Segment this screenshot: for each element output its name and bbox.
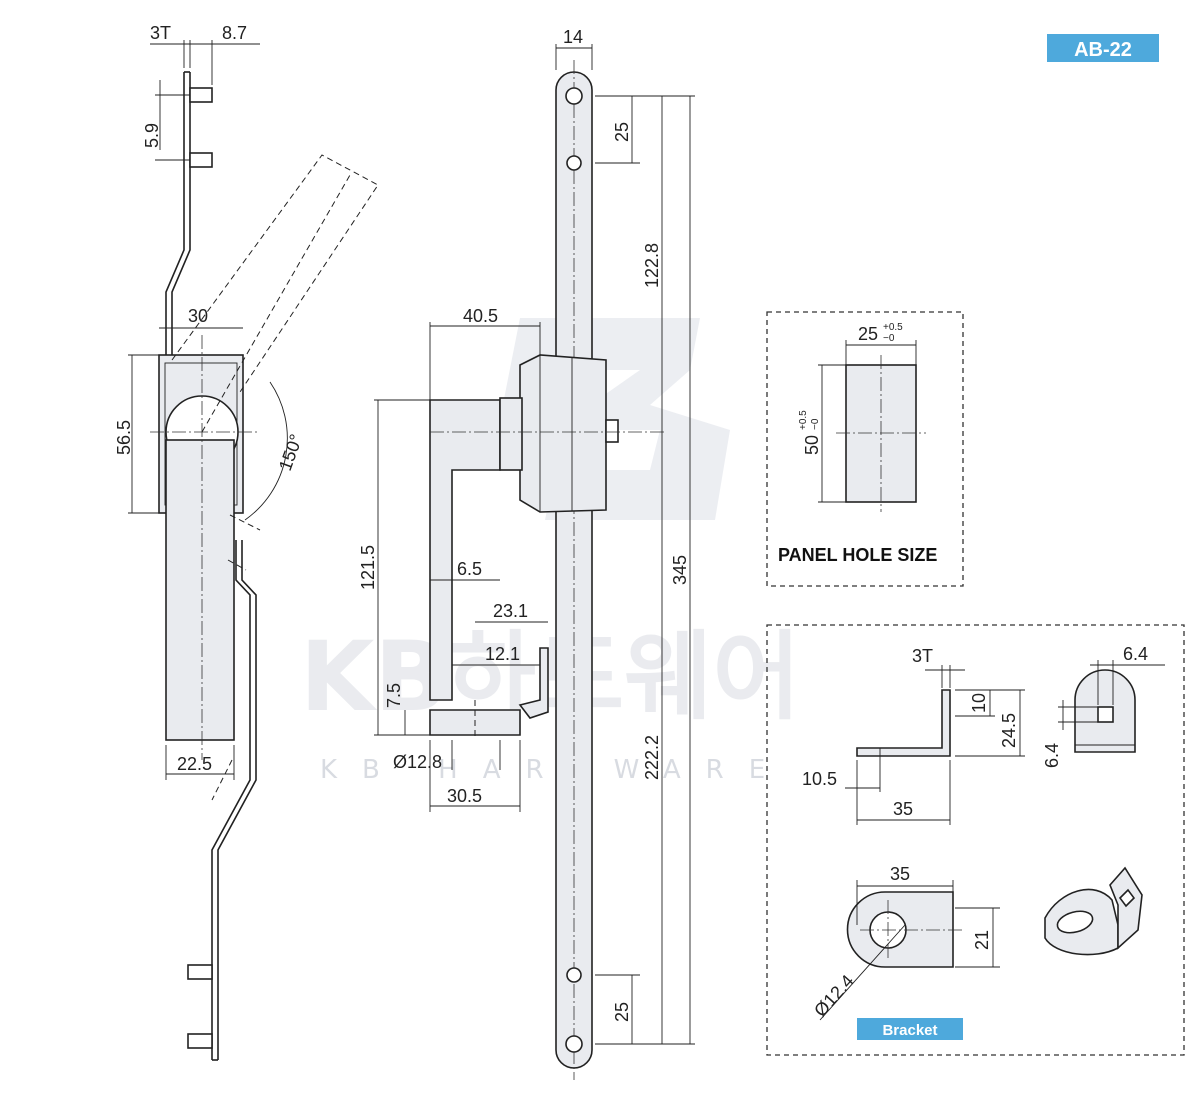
bracket-top-length: 35	[890, 864, 910, 884]
model-badge: AB-22	[1047, 34, 1159, 62]
panel-height: 50	[802, 435, 822, 455]
model-code: AB-22	[1074, 39, 1132, 61]
watermark-subtext: KB HARDWARE	[320, 755, 790, 785]
panel-width-tol-plus: +0.5	[883, 322, 903, 333]
dim-angle: 150°	[275, 432, 307, 474]
dim-width-bottom: 22.5	[177, 754, 212, 774]
dim-offset: 8.7	[222, 23, 247, 43]
dim-pin-pitch: 5.9	[142, 123, 162, 148]
bracket-inset: 10.5	[802, 769, 837, 789]
panel-height-tol-minus: −0	[810, 418, 821, 430]
dim-handle-depth: 40.5	[463, 306, 498, 326]
dim-d1: 23.1	[493, 601, 528, 621]
dim-lower: 222.2	[642, 735, 662, 780]
bracket-hole-dia: Ø12.4	[810, 971, 858, 1021]
side-view: 3T 8.7 5.9 30 56.5 150° 22.5	[114, 23, 379, 1061]
dim-thickness: 3T	[150, 23, 171, 43]
dim-width-top: 30	[188, 306, 208, 326]
bracket-length: 35	[893, 799, 913, 819]
bracket-square-width: 6.4	[1123, 644, 1148, 664]
bracket-box: 3T 10 24.5 10.5 35 6.4 6.4 35	[766, 624, 1185, 1056]
bracket-square-hole	[1097, 706, 1114, 723]
dim-diameter: Ø12.8	[393, 752, 442, 772]
dim-upper: 122.8	[642, 243, 662, 288]
dim-d3: 7.5	[384, 683, 404, 708]
bracket-label: Bracket	[882, 1022, 937, 1039]
dim-top-hole: 25	[612, 122, 632, 142]
dim-handle-length: 121.5	[358, 545, 378, 590]
panel-width: 25	[858, 324, 878, 344]
dim-bar-width: 14	[563, 27, 583, 47]
bracket-thickness: 3T	[912, 646, 933, 666]
dim-grip: 6.5	[457, 559, 482, 579]
dim-d2: 12.1	[485, 644, 520, 664]
dim-total: 345	[670, 555, 690, 585]
bracket-square-height: 6.4	[1042, 743, 1062, 768]
bracket-top-width: 21	[972, 930, 992, 950]
handle	[165, 439, 235, 741]
panel-hole-title: PANEL HOLE SIZE	[778, 545, 937, 565]
front-view: 14 25 122.8 345 222.2 25 40.5 121.5 6.5 …	[358, 27, 695, 1080]
bracket-side	[856, 689, 951, 757]
panel-width-tol-minus: −0	[883, 333, 895, 344]
bracket-flange: 10	[969, 693, 989, 713]
dim-height: 56.5	[114, 420, 134, 455]
dim-bottom-hole: 25	[612, 1002, 632, 1022]
lock-body	[519, 354, 607, 513]
bracket-label-badge	[857, 1018, 963, 1040]
bracket-height: 24.5	[999, 713, 1019, 748]
panel-height-tol-plus: +0.5	[798, 410, 809, 430]
dim-base: 30.5	[447, 786, 482, 806]
panel-hole-box: 25 +0.5 −0 50 +0.5 −0 PANEL HOLE SIZE	[766, 311, 964, 587]
watermark-text: KB하드웨어	[300, 621, 801, 733]
